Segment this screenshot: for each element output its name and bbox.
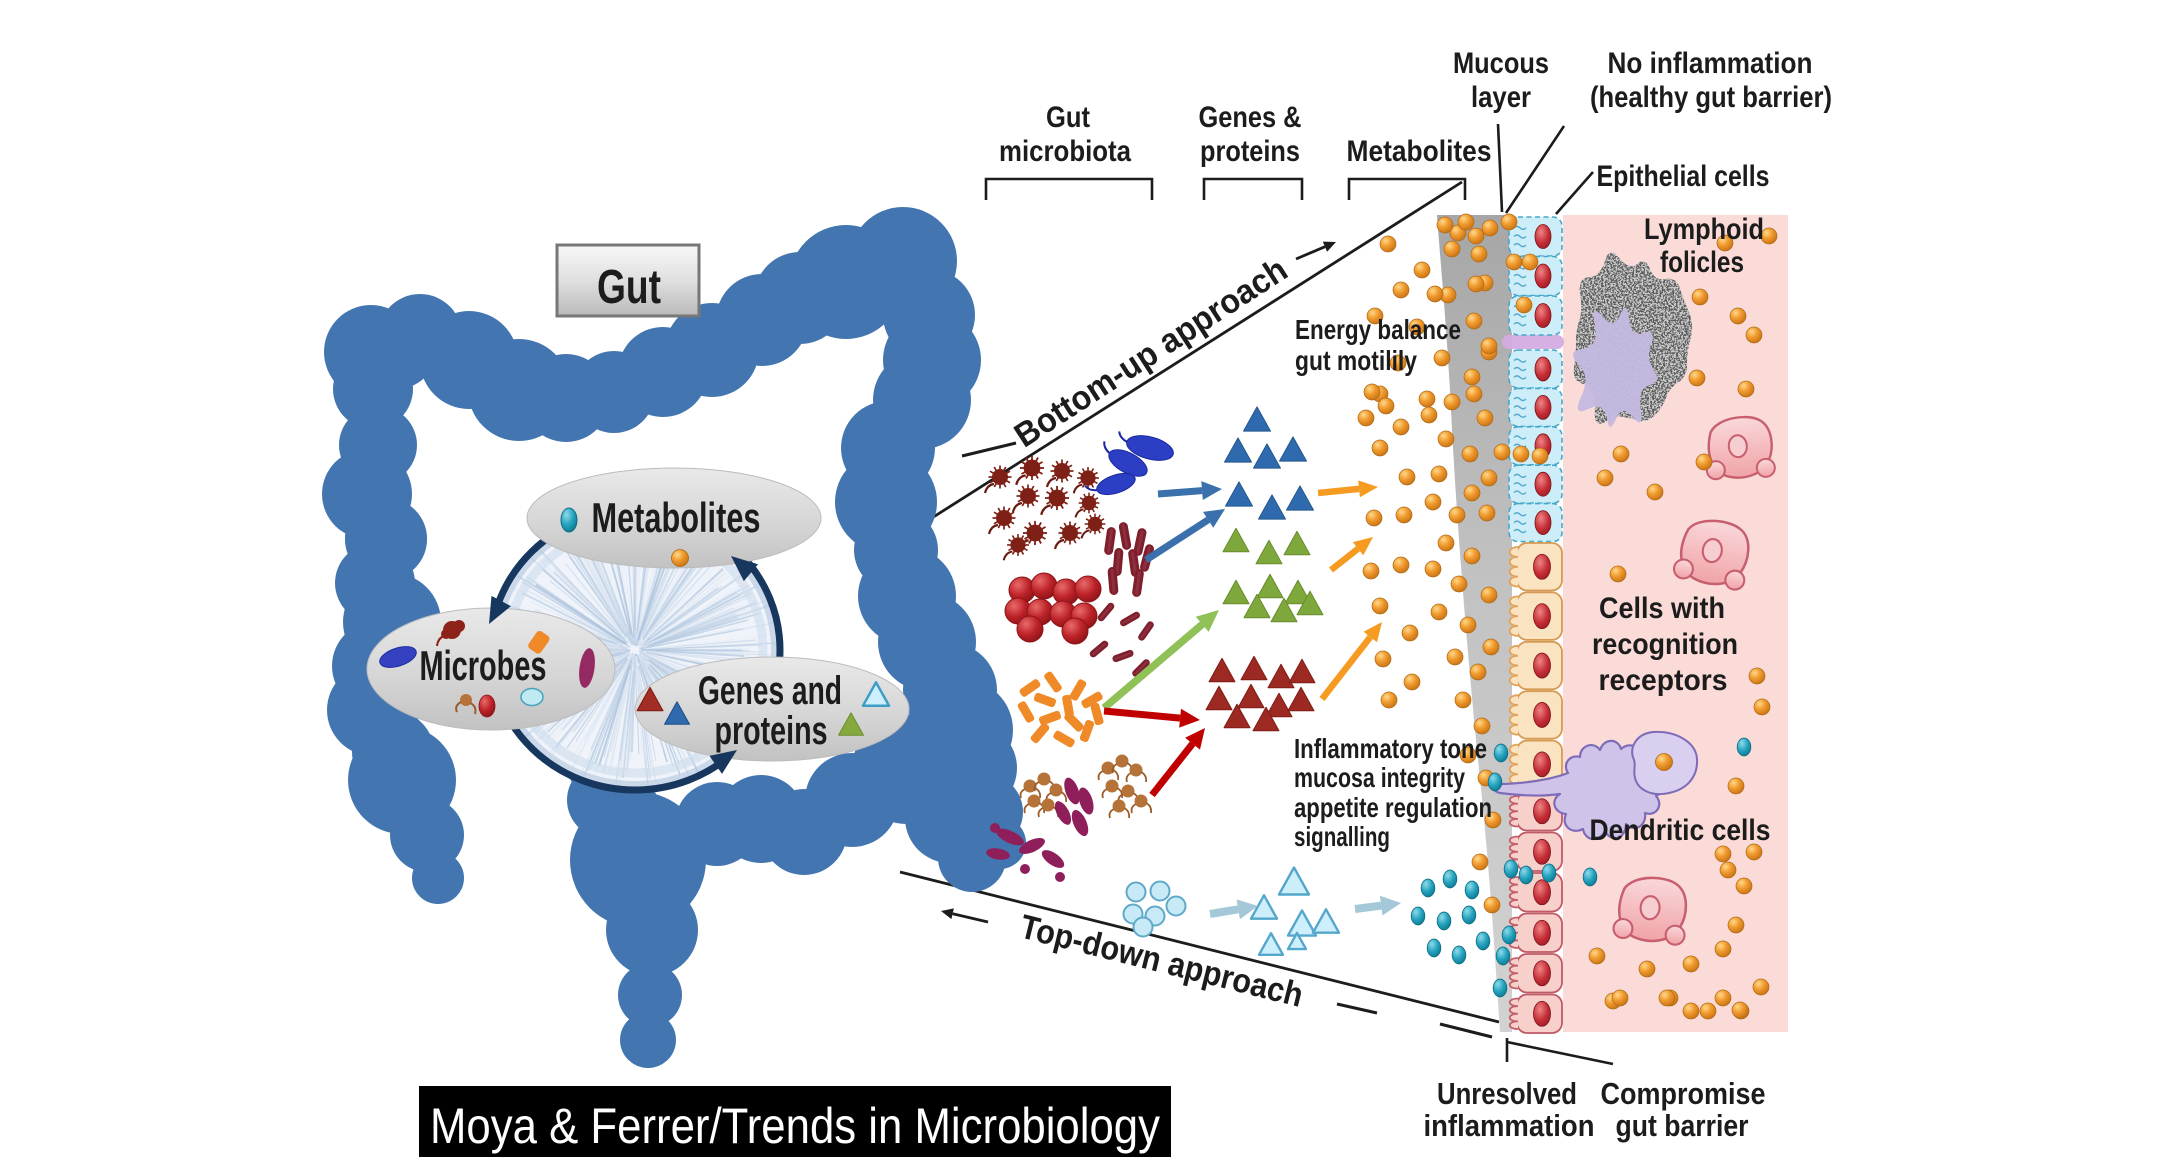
svg-text:Compromise: Compromise [1601,1076,1766,1111]
svg-text:receptors: receptors [1599,664,1728,697]
svg-text:folicles: folicles [1660,246,1744,279]
svg-text:No inflammation: No inflammation [1608,47,1813,80]
svg-text:inflammation: inflammation [1424,1108,1595,1143]
svg-text:Moya & Ferrer/Trends in Microb: Moya & Ferrer/Trends in Microbiology [430,1098,1160,1154]
svg-text:mucosa integrity: mucosa integrity [1294,762,1465,793]
svg-text:recognition: recognition [1592,628,1738,661]
svg-text:gut barrier: gut barrier [1616,1108,1749,1143]
svg-text:(healthy gut barrier): (healthy gut barrier) [1590,81,1832,114]
svg-text:signalling: signalling [1294,821,1390,852]
svg-text:appetite regulation: appetite regulation [1294,792,1492,823]
svg-text:Dendritic cells: Dendritic cells [1590,814,1771,847]
svg-text:gut motilily: gut motilily [1295,345,1417,376]
svg-text:Unresolved: Unresolved [1437,1076,1577,1111]
svg-text:Metabolites: Metabolites [1347,135,1492,168]
svg-text:Microbes: Microbes [420,642,547,689]
svg-text:Energy balance: Energy balance [1295,314,1461,345]
svg-text:Cells with: Cells with [1599,592,1725,625]
svg-text:Lymphoid: Lymphoid [1644,213,1764,246]
svg-text:Genes &: Genes & [1199,101,1302,134]
svg-text:Genes and: Genes and [698,669,842,713]
svg-text:proteins: proteins [1200,135,1300,168]
svg-text:microbiota: microbiota [999,135,1131,168]
svg-text:Gut: Gut [597,261,661,314]
svg-text:Mucous: Mucous [1453,47,1549,80]
svg-text:Inflammatory tone: Inflammatory tone [1294,733,1487,764]
svg-text:proteins: proteins [715,709,828,753]
svg-text:Epithelial cells: Epithelial cells [1597,160,1770,193]
svg-text:Metabolites: Metabolites [592,494,761,541]
svg-text:layer: layer [1471,81,1531,114]
svg-text:Gut: Gut [1046,101,1090,134]
